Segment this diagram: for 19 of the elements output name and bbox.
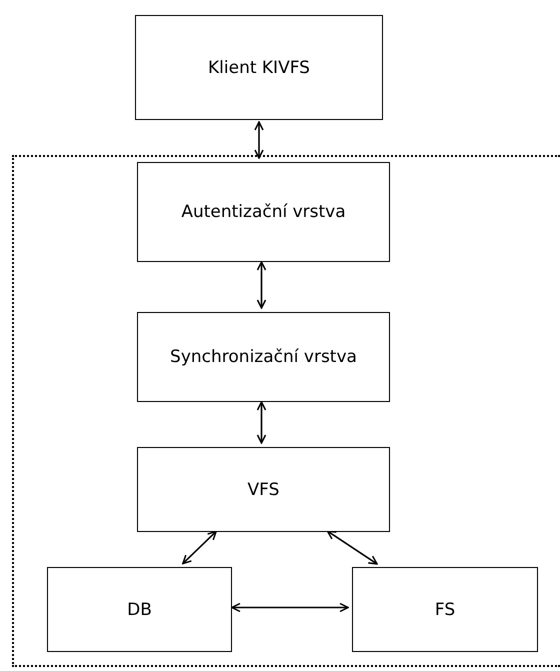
process-box [137, 162, 390, 262]
double-arrow [182, 530, 217, 564]
box-label: FS [434, 600, 456, 620]
box-label: DB [127, 600, 152, 620]
double-arrow [231, 602, 349, 612]
double-arrow [256, 261, 266, 309]
double-arrow [254, 121, 264, 159]
group-boundary [12, 155, 560, 667]
process-box [135, 15, 383, 120]
box-label: Autentizační vrstva [181, 202, 346, 222]
box-label: Synchronizační vrstva [170, 347, 357, 367]
process-box [137, 447, 390, 532]
process-box [47, 567, 232, 652]
double-arrow [256, 401, 266, 444]
box-label: VFS [248, 480, 280, 500]
double-arrow [326, 530, 378, 565]
box-label: Klient KIVFS [208, 58, 310, 78]
process-box [352, 567, 538, 652]
process-box [137, 312, 390, 402]
